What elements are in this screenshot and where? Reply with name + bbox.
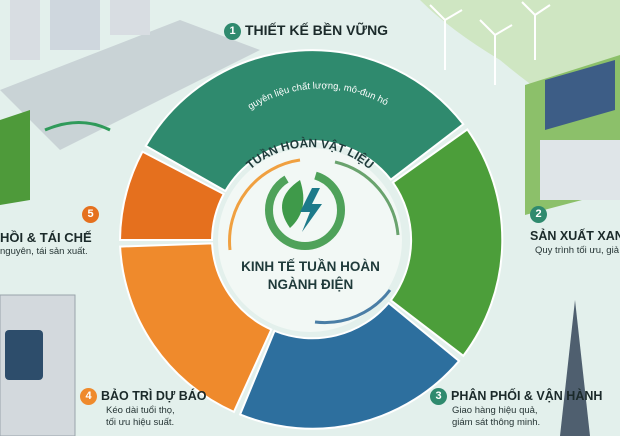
ring-segment-step-5 (118, 150, 226, 241)
step-5-badge-wrap: 5 (82, 206, 103, 223)
ring-segment-step-2 (389, 128, 504, 358)
step-number-badge: 2 (530, 206, 547, 223)
factory-building (540, 140, 620, 200)
step-5-title: HỒI & TÁI CHẾ (0, 230, 92, 245)
building (50, 0, 100, 50)
step-title-text: BẢO TRÌ DỰ BÁO (101, 388, 207, 403)
tablet-icon (5, 330, 43, 380)
building (10, 0, 40, 60)
step-2-title: 2 SẢN XUẤT XAN (530, 206, 620, 243)
description-line: Kéo dài tuổi thọ, (106, 405, 175, 416)
step-5-description: nguyên, tái sản xuất. (0, 246, 88, 257)
center-disc (218, 148, 402, 332)
cycle-arrow-icon (228, 158, 301, 251)
solar-panels-icon (545, 60, 615, 130)
step-3-description: Giao hàng hiệu quả, giám sát thông minh. (452, 405, 540, 429)
step-number-badge: 4 (80, 388, 97, 405)
building (110, 0, 150, 35)
cycle-ring (118, 49, 504, 430)
exchange-arrows-icon (44, 121, 111, 132)
description-line: tối ưu hiệu suất. (106, 417, 175, 428)
wind-turbines (429, 1, 551, 85)
step-number-badge: 5 (82, 206, 99, 223)
ring-segment-step-3 (238, 301, 461, 430)
step-3-title: 3 PHÂN PHỐI & VẬN HÀNH (430, 388, 602, 405)
description-line: Giao hàng hiệu quả, (452, 405, 538, 416)
center-title-line2: NGÀNH ĐIỆN (267, 277, 354, 292)
description-line: giám sát thông minh. (452, 417, 541, 428)
step-4-description: Kéo dài tuổi thọ, tối ưu hiệu suất. (106, 405, 175, 429)
road (0, 20, 260, 150)
cycle-arrow-icon (334, 160, 400, 236)
leaf-lightning-recycle-icon (265, 170, 345, 250)
ring-segment-step-4 (119, 242, 273, 414)
center-title-line1: KINH TẾ TUẦN HOÀN (241, 259, 380, 274)
step-number-badge: 1 (224, 22, 241, 40)
step-number-badge: 3 (430, 388, 447, 405)
recycling-building (0, 110, 30, 205)
step-title-text: PHÂN PHỐI & VẬN HÀNH (451, 388, 603, 403)
step-title-text: SẢN XUẤT XAN (530, 229, 620, 243)
ring-segment-step-1 (144, 49, 465, 193)
step-2-description: Quy trình tối ưu, giả (535, 245, 619, 256)
center-title: KINH TẾ TUẦN HOÀN NGÀNH ĐIỆN (228, 258, 393, 294)
step-title-text: THIẾT KẾ BỀN VỮNG (245, 22, 389, 38)
power-tower-icon (560, 300, 590, 436)
cycle-arrow-icon (314, 289, 392, 325)
step-4-title: 4 BẢO TRÌ DỰ BÁO (80, 388, 207, 405)
